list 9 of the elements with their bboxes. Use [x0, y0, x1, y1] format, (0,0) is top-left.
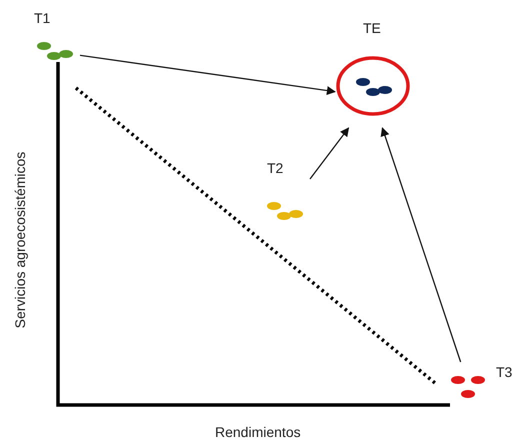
arrow — [380, 127, 462, 362]
node-label: TE — [363, 20, 381, 36]
axis-title: Rendimientos — [215, 424, 301, 440]
arrow — [80, 54, 336, 96]
node-label: T3 — [496, 364, 512, 380]
arrow — [310, 127, 350, 180]
node-label: T1 — [34, 10, 50, 26]
axis-title: Servicios agroecosistémicos — [12, 150, 28, 330]
node-label: T2 — [267, 160, 284, 176]
